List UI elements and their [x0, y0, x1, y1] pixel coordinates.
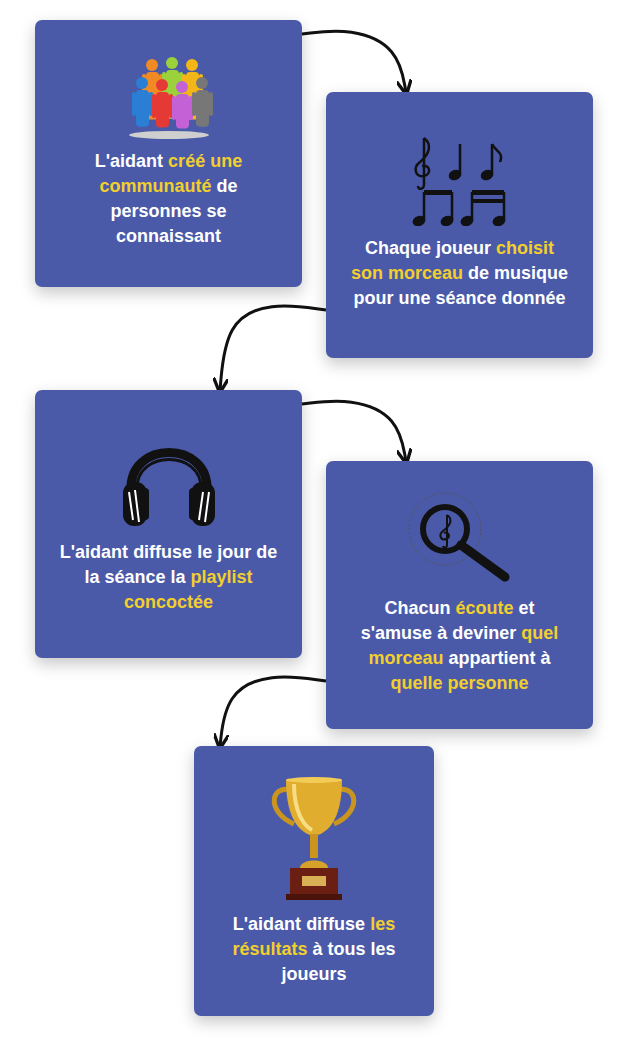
- text-word: diffuse: [306, 914, 370, 934]
- text-word: quelle: [390, 673, 447, 693]
- text-word: une: [210, 151, 242, 171]
- text-word: playlist: [191, 567, 253, 587]
- flow-arrow: [302, 401, 406, 461]
- trophy-icon: [264, 772, 364, 902]
- text-word: joueurs: [281, 964, 346, 984]
- text-word: à: [437, 623, 452, 643]
- text-word: L'aidant: [95, 151, 168, 171]
- text-word: tous: [328, 939, 371, 959]
- flow-arrow: [220, 306, 326, 390]
- text-word: et: [519, 598, 535, 618]
- step-text: L'aidant diffuse le jour de la séance la…: [59, 540, 278, 615]
- text-word: pour: [353, 288, 398, 308]
- people-icon: [124, 55, 214, 139]
- text-word: résultats: [232, 939, 312, 959]
- text-word: de: [217, 176, 238, 196]
- text-word: personnes: [110, 201, 206, 221]
- flow-arrow: [220, 677, 326, 746]
- process-box: L'aidant diffuse le jour de la séance la…: [35, 390, 302, 658]
- text-word: Chaque: [365, 238, 436, 258]
- text-word: une: [398, 288, 435, 308]
- text-word: son: [351, 263, 388, 283]
- text-word: la: [84, 567, 104, 587]
- text-word: morceau: [368, 648, 448, 668]
- text-word: deviner: [452, 623, 521, 643]
- text-word: s'amuse: [361, 623, 437, 643]
- text-word: les: [370, 914, 395, 934]
- step-text: L'aidant créé une communauté de personne…: [59, 149, 278, 249]
- text-word: créé: [168, 151, 210, 171]
- text-word: écoute: [455, 598, 518, 618]
- process-box: Chaque joueur choisit son morceau de mus…: [326, 92, 593, 358]
- text-word: les: [371, 939, 396, 959]
- music-icon: [410, 136, 510, 226]
- text-word: à: [541, 648, 551, 668]
- text-word: L'aidant: [233, 914, 306, 934]
- text-word: de: [468, 263, 494, 283]
- text-word: à: [313, 939, 328, 959]
- flow-arrow: [302, 31, 406, 92]
- text-word: donnée: [502, 288, 566, 308]
- text-word: Chacun: [384, 598, 455, 618]
- text-word: se: [207, 201, 227, 221]
- step-text: L'aidant diffuse les résultats à tous le…: [218, 912, 410, 987]
- text-word: de: [256, 542, 277, 562]
- text-word: appartient: [449, 648, 541, 668]
- text-word: morceau: [388, 263, 468, 283]
- process-box: Chacun écoute et s'amuse à deviner quel …: [326, 461, 593, 729]
- text-word: concoctée: [124, 592, 213, 612]
- text-word: séance: [104, 567, 170, 587]
- magnifier-icon: [405, 491, 515, 586]
- process-box: L'aidant diffuse les résultats à tous le…: [194, 746, 434, 1016]
- text-word: personne: [447, 673, 528, 693]
- process-box: L'aidant créé une communauté de personne…: [35, 20, 302, 287]
- step-text: Chaque joueur choisit son morceau de mus…: [350, 236, 569, 311]
- text-word: L'aidant: [60, 542, 133, 562]
- text-word: la: [171, 567, 191, 587]
- text-word: musique: [494, 263, 568, 283]
- headphones-icon: [119, 430, 219, 530]
- text-word: communauté: [99, 176, 216, 196]
- text-word: quel: [521, 623, 558, 643]
- text-word: jour: [217, 542, 256, 562]
- text-word: connaissant: [116, 226, 221, 246]
- text-word: choisit: [496, 238, 554, 258]
- text-word: séance: [435, 288, 501, 308]
- step-text: Chacun écoute et s'amuse à deviner quel …: [350, 596, 569, 696]
- text-word: diffuse: [133, 542, 197, 562]
- text-word: joueur: [436, 238, 496, 258]
- text-word: le: [197, 542, 217, 562]
